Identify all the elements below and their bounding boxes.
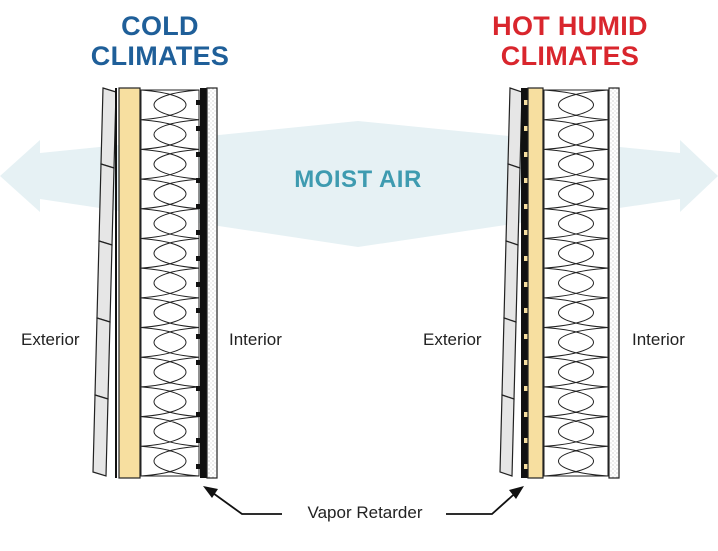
hot-humid-climates-heading: HOT HUMID CLIMATES [470,11,670,71]
cold-climates-heading: COLD CLIMATES [60,11,260,71]
hot-drywall [608,87,620,479]
vapor-retarder-arrows [203,486,524,515]
cold-interior-label: Interior [229,330,282,349]
cold-exterior-label: Exterior [21,330,80,349]
hot-humid-wall [499,87,620,479]
hot-vapor-retarder [521,88,528,478]
cold-sheathing [118,87,141,479]
cold-insulation [140,89,200,477]
moist-air-label: MOIST AIR [294,166,422,193]
hot-siding [499,87,523,477]
cold-siding [92,87,117,477]
hot-heading-line2: CLIMATES [500,41,640,71]
cold-heading-line1: COLD [121,11,199,41]
cold-climate-wall [92,87,218,479]
hot-heading-line1: HOT HUMID [492,11,648,41]
hot-insulation [543,89,609,477]
hot-sheathing [527,87,544,479]
hot-exterior-label: Exterior [423,330,482,349]
cold-drywall [206,87,218,479]
cold-vapor-retarder [196,88,207,478]
hot-interior-label: Interior [632,330,685,349]
cold-heading-line2: CLIMATES [90,41,230,71]
vapor-retarder-label: Vapor Retarder [307,503,423,522]
